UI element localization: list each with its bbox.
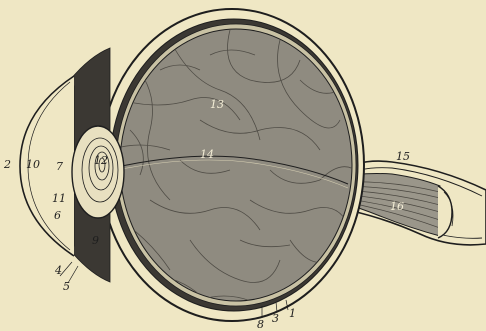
label-15: 15 [396,150,410,163]
label-3: 3 [272,312,279,325]
vitreous-humour [120,29,352,301]
label-6: 6 [54,209,61,222]
label-8: 8 [257,318,264,331]
label-5: 5 [63,280,70,293]
label-2: 2 [3,158,11,171]
label-10: 10 [26,158,40,171]
label-11: 11 [52,192,66,205]
crystalline-lens [72,126,124,218]
label-9: 9 [92,234,99,247]
label-13: 13 [210,98,224,111]
label-14: 14 [200,148,214,161]
label-4: 4 [54,264,62,277]
label-7: 7 [56,160,63,173]
label-1: 1 [289,307,296,320]
label-16: 16 [390,200,404,213]
label-12: 12 [94,154,108,167]
